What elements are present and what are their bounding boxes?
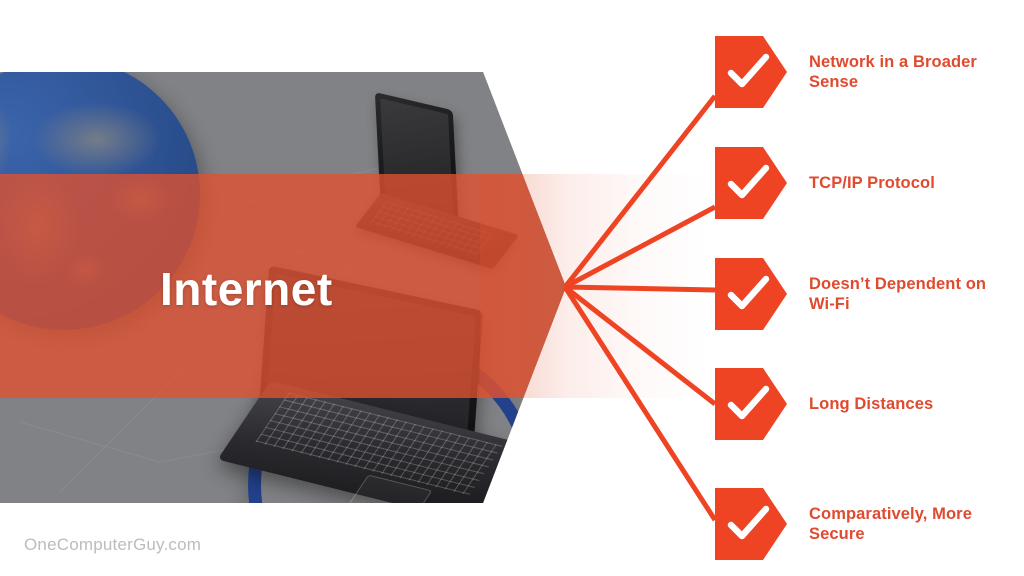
benefit-item-label: TCP/IP Protocol bbox=[809, 173, 935, 192]
watermark-text: OneComputerGuy.com bbox=[24, 535, 202, 554]
connector-line-3 bbox=[564, 284, 716, 293]
check-icon bbox=[727, 385, 770, 420]
check-icon bbox=[727, 164, 770, 199]
check-icon bbox=[727, 53, 770, 88]
check-icon bbox=[727, 275, 770, 310]
connector-line-5 bbox=[562, 285, 718, 522]
orange-band-overlay bbox=[0, 174, 566, 398]
benefit-item-label: Long Distances bbox=[809, 394, 934, 413]
image-panel bbox=[0, 72, 566, 503]
benefit-item-label: Doesn’t Dependent on Wi-Fi bbox=[809, 274, 987, 313]
check-badge bbox=[715, 147, 787, 219]
page-title: Internet bbox=[160, 263, 333, 315]
check-badge bbox=[715, 488, 787, 560]
benefit-item-comparatively-more-secure[interactable]: Comparatively, More Secure bbox=[715, 488, 1015, 560]
benefit-item-long-distances[interactable]: Long Distances bbox=[715, 368, 1015, 440]
benefit-item-label: Network in a Broader Sense bbox=[809, 52, 977, 91]
benefit-item-label: Comparatively, More Secure bbox=[809, 504, 972, 543]
check-badge bbox=[715, 258, 787, 330]
benefit-item-network-in-a-broader-sense[interactable]: Network in a Broader Sense bbox=[715, 36, 1015, 108]
connector-line-1 bbox=[563, 94, 717, 289]
check-badge bbox=[715, 36, 787, 108]
benefit-item-tcp-ip-protocol[interactable]: TCP/IP Protocol bbox=[715, 147, 1015, 219]
connector-line-2 bbox=[563, 204, 717, 290]
benefit-item-doesnt-dependent-on-wi-fi[interactable]: Doesn’t Dependent on Wi-Fi bbox=[715, 258, 1015, 330]
check-badge bbox=[715, 368, 787, 440]
connector-line-4 bbox=[563, 285, 717, 406]
check-icon bbox=[727, 505, 770, 540]
